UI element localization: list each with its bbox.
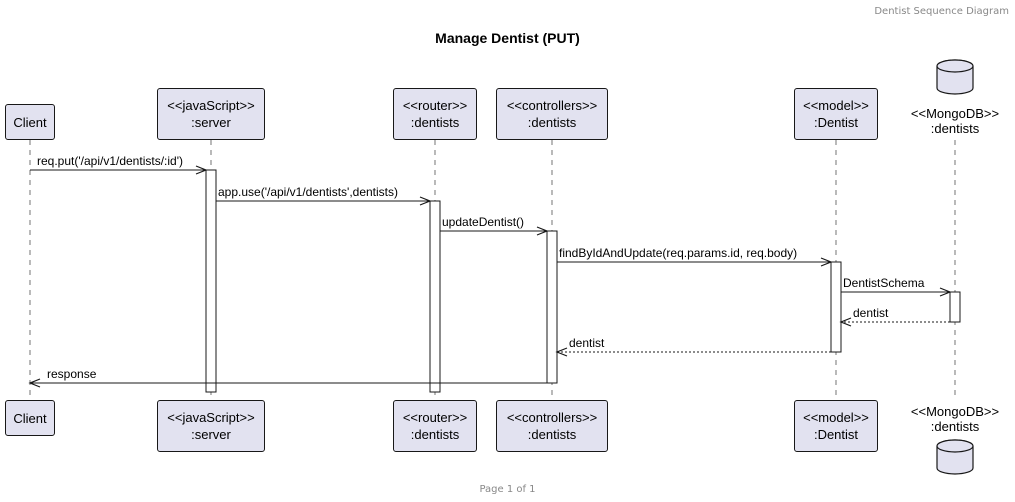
page-footer: Page 1 of 1 [479, 484, 536, 495]
message-label: DentistSchema [843, 276, 925, 290]
participant-server-top: <<javaScript>> :server [157, 88, 265, 140]
participant-server-bottom: <<javaScript>> :server [157, 400, 265, 452]
participant-model-bottom: <<model>> :Dentist [794, 400, 878, 452]
activation-bar [429, 200, 441, 393]
message-arrow [557, 257, 833, 267]
participant-client-top: Client [5, 104, 55, 140]
participant-label: <<router>> [402, 410, 468, 425]
database-icons [936, 59, 974, 475]
participant-label: <<model>> [803, 410, 869, 425]
participant-label: :Dentist [813, 115, 859, 130]
participant-label: Client [13, 410, 47, 426]
participant-router-top: <<router>> :dentists [393, 88, 477, 140]
participant-label: <<controllers>> [506, 410, 598, 425]
participant-controllers-top: <<controllers>> :dentists [496, 88, 608, 140]
message-arrow [841, 287, 952, 297]
participant-label: :dentists [410, 115, 460, 130]
participant-label: :dentists [930, 121, 980, 136]
participant-label: <<controllers>> [506, 98, 598, 113]
message-arrow [555, 347, 831, 357]
activation-bars [205, 169, 961, 393]
lifelines [29, 140, 956, 400]
participant-label: :server [191, 115, 231, 130]
diagram-title: Manage Dentist (PUT) [435, 30, 580, 46]
participant-client-bottom: Client [5, 400, 55, 436]
participant-label: <<MongoDB>> [910, 106, 1000, 121]
participant-label: <<model>> [803, 98, 869, 113]
participant-label: :dentists [930, 419, 980, 434]
message-arrow [440, 226, 549, 236]
participant-label: :dentists [527, 427, 577, 442]
activation-bar [546, 230, 558, 384]
message-arrow [28, 378, 547, 388]
participant-controllers-bottom: <<controllers>> :dentists [496, 400, 608, 452]
database-icon [936, 439, 974, 475]
message-arrow [216, 196, 432, 206]
participant-label: :Dentist [813, 427, 859, 442]
message-arrow [839, 317, 950, 327]
message-arrows [28, 165, 952, 388]
activation-bar [830, 261, 842, 353]
participant-label: :server [191, 427, 231, 442]
participant-mongodb-top: <<MongoDB>>:dentists [895, 106, 1015, 136]
message-label: req.put('/api/v1/dentists/:id') [37, 154, 183, 168]
participant-label: <<MongoDB>> [910, 404, 1000, 419]
message-arrow [30, 165, 208, 175]
page-header: Dentist Sequence Diagram [874, 6, 1009, 17]
participant-label: :dentists [410, 427, 460, 442]
message-label: app.use('/api/v1/dentists',dentists) [218, 185, 399, 199]
participant-label: <<javaScript>> [167, 98, 255, 113]
message-label: dentist [569, 336, 605, 350]
database-icon [936, 59, 974, 95]
message-label: updateDentist() [442, 215, 525, 229]
message-label: dentist [853, 306, 889, 320]
participant-router-bottom: <<router>> :dentists [393, 400, 477, 452]
participant-label: Client [13, 114, 47, 130]
message-label: response [47, 367, 97, 381]
participant-label: <<javaScript>> [167, 410, 255, 425]
participant-mongodb-bottom: <<MongoDB>>:dentists [895, 404, 1015, 434]
participant-label: <<router>> [402, 98, 468, 113]
participant-model-top: <<model>> :Dentist [794, 88, 878, 140]
activation-bar [205, 169, 217, 393]
message-label: findByIdAndUpdate(req.params.id, req.bod… [559, 246, 798, 260]
activation-bar [949, 291, 961, 323]
participant-label: :dentists [527, 115, 577, 130]
